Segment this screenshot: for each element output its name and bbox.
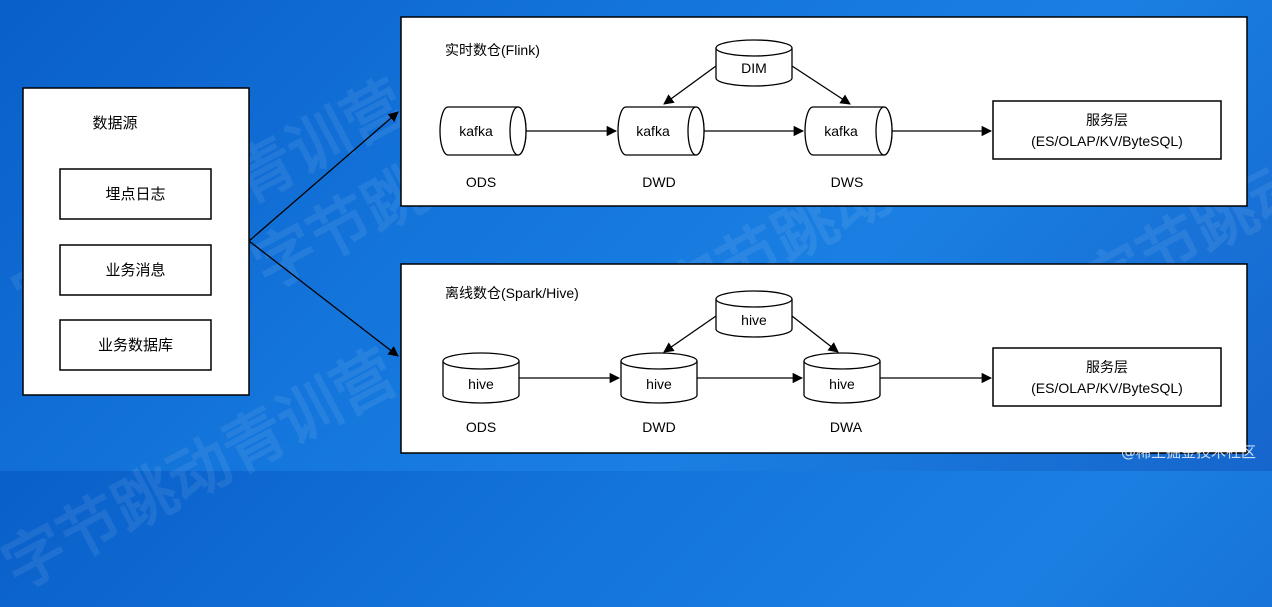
offline-ods-store-label: hive — [468, 376, 494, 392]
footer-credit: @稀土掘金技术社区 — [1120, 443, 1256, 461]
offline-layer-ods: ODS — [466, 419, 496, 435]
source-label-tracking-log: 埋点日志 — [105, 186, 165, 203]
arrow-realtime-dim-dws — [791, 65, 851, 105]
arrow-offline-dim-dwd — [663, 315, 717, 353]
offline-dwd-hive: hive — [620, 352, 698, 404]
realtime-dwd-kafka: kafka — [617, 106, 705, 156]
realtime-ods-kafka: kafka — [439, 106, 527, 156]
data-warehouse-diagram: 数据源 埋点日志 业务消息 业务数据库 实时数仓(Flink) DIM kafk… — [22, 16, 1248, 454]
realtime-dws-store-label: kafka — [824, 123, 858, 139]
offline-service-title: 服务层 — [1086, 359, 1128, 375]
offline-layer-dwd: DWD — [642, 419, 675, 435]
offline-layer-dwa: DWA — [830, 419, 863, 435]
realtime-title: 实时数仓(Flink) — [445, 42, 540, 58]
source-label-business-message: 业务消息 — [105, 262, 165, 279]
offline-service-box — [992, 347, 1222, 407]
source-box-business-db — [59, 319, 212, 371]
data-source-panel: 数据源 埋点日志 业务消息 业务数据库 — [22, 87, 250, 396]
arrow-realtime-dim-dwd — [663, 65, 717, 105]
realtime-service-detail: (ES/OLAP/KV/ByteSQL) — [1031, 133, 1183, 149]
source-box-business-message — [59, 244, 212, 296]
offline-dwd-store-label: hive — [646, 376, 672, 392]
offline-warehouse-panel: 离线数仓(Spark/Hive) hive hive hive hive — [400, 263, 1248, 454]
source-box-tracking-log — [59, 168, 212, 220]
offline-title: 离线数仓(Spark/Hive) — [445, 285, 579, 301]
realtime-service-box — [992, 100, 1222, 160]
offline-dwa-store-label: hive — [829, 376, 855, 392]
source-label-business-db: 业务数据库 — [98, 337, 173, 354]
realtime-warehouse-panel: 实时数仓(Flink) DIM kafka kafka kafka — [400, 16, 1248, 207]
realtime-layer-dwd: DWD — [642, 174, 675, 190]
realtime-dwd-store-label: kafka — [636, 123, 670, 139]
realtime-dim-cylinder: DIM — [715, 39, 793, 87]
realtime-ods-store-label: kafka — [459, 123, 493, 139]
data-source-title: 数据源 — [92, 115, 137, 132]
offline-service-detail: (ES/OLAP/KV/ByteSQL) — [1031, 380, 1183, 396]
offline-dim-label: hive — [741, 312, 767, 328]
arrow-source-to-realtime — [248, 111, 399, 242]
arrow-offline-dim-dwa — [791, 315, 839, 353]
realtime-dim-label: DIM — [741, 60, 767, 76]
realtime-service-title: 服务层 — [1086, 112, 1128, 128]
realtime-layer-dws: DWS — [831, 174, 864, 190]
realtime-layer-ods: ODS — [466, 174, 496, 190]
realtime-dws-kafka: kafka — [804, 106, 893, 156]
arrow-source-to-offline — [248, 240, 399, 357]
offline-dwa-hive: hive — [803, 352, 881, 404]
offline-dim-cylinder: hive — [715, 290, 793, 338]
offline-ods-hive: hive — [442, 352, 520, 404]
